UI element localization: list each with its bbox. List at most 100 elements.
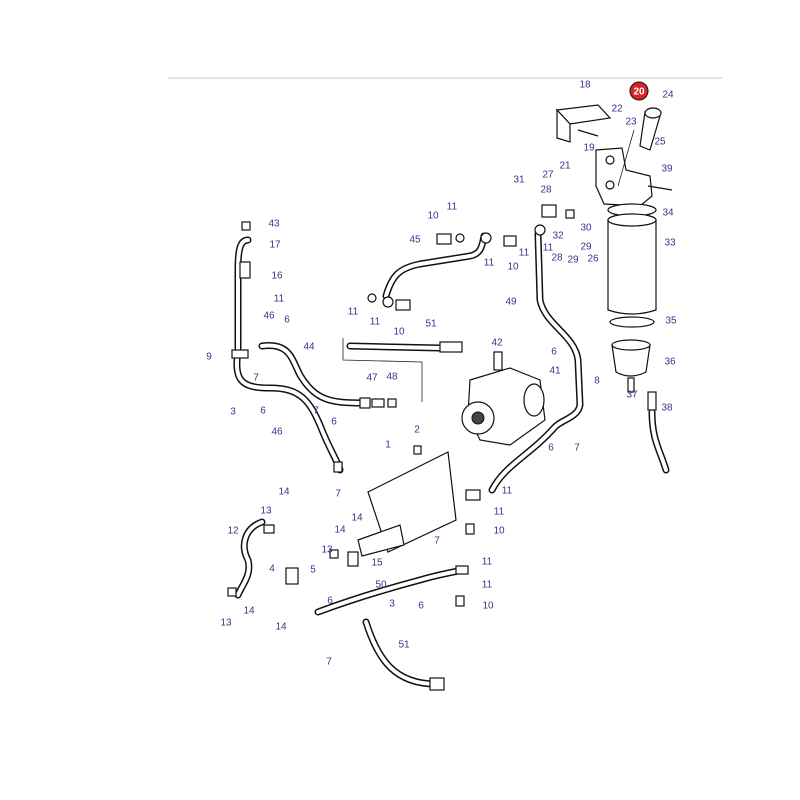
callout-7[interactable]: 7: [574, 443, 580, 454]
callout-10[interactable]: 10: [427, 211, 439, 222]
callout-9[interactable]: 9: [206, 352, 212, 363]
callout-20[interactable]: 20: [633, 87, 645, 98]
callout-33[interactable]: 33: [664, 238, 676, 249]
callout-45[interactable]: 45: [409, 235, 421, 246]
hose-inner: [364, 620, 438, 686]
callout-26[interactable]: 26: [587, 254, 599, 265]
callout-3[interactable]: 3: [389, 599, 395, 610]
filter-head-21: [595, 147, 673, 207]
callout-6[interactable]: 6: [260, 406, 266, 417]
fittings: [227, 204, 575, 691]
callout-29[interactable]: 29: [567, 255, 579, 266]
callout-27[interactable]: 27: [542, 170, 554, 181]
callout-17[interactable]: 17: [269, 240, 281, 251]
callout-10[interactable]: 10: [482, 601, 494, 612]
callout-6[interactable]: 6: [418, 601, 424, 612]
callout-6[interactable]: 6: [548, 443, 554, 454]
callout-2[interactable]: 2: [414, 425, 420, 436]
callout-7[interactable]: 7: [326, 657, 332, 668]
callout-6[interactable]: 6: [331, 417, 337, 428]
callout-7[interactable]: 7: [434, 536, 440, 547]
callout-16[interactable]: 16: [271, 271, 283, 282]
callout-10[interactable]: 10: [507, 262, 519, 273]
callout-1[interactable]: 1: [385, 440, 391, 451]
callout-32[interactable]: 32: [552, 231, 564, 242]
hose-inner: [384, 234, 486, 298]
callout-11[interactable]: 11: [348, 307, 359, 318]
fuel-pump-40: [461, 351, 546, 446]
callout-43[interactable]: 43: [268, 219, 280, 230]
callout-25[interactable]: 25: [654, 137, 666, 148]
hose-45: [382, 232, 488, 300]
callout-8[interactable]: 8: [594, 376, 600, 387]
callout-19[interactable]: 19: [583, 143, 595, 154]
callout-13[interactable]: 13: [321, 545, 333, 556]
callout-10[interactable]: 10: [493, 526, 505, 537]
callout-44[interactable]: 44: [303, 342, 315, 353]
callout-38[interactable]: 38: [661, 403, 673, 414]
callout-10[interactable]: 10: [393, 327, 405, 338]
callout-51[interactable]: 51: [398, 640, 410, 651]
callout-13[interactable]: 13: [220, 618, 232, 629]
callout-37[interactable]: 37: [626, 390, 638, 401]
callout-11[interactable]: 11: [447, 202, 458, 213]
callout-6[interactable]: 6: [551, 347, 557, 358]
callout-11[interactable]: 11: [519, 248, 530, 259]
callout-5[interactable]: 5: [310, 565, 316, 576]
callout-21[interactable]: 21: [559, 161, 571, 172]
callout-7[interactable]: 7: [253, 373, 259, 384]
callout-11[interactable]: 11: [482, 557, 493, 568]
callout-49[interactable]: 49: [505, 297, 517, 308]
callout-39[interactable]: 39: [661, 164, 673, 175]
callout-11[interactable]: 11: [543, 243, 554, 254]
callout-11[interactable]: 11: [370, 317, 381, 328]
callout-51[interactable]: 51: [425, 319, 437, 330]
callout-22[interactable]: 22: [611, 104, 623, 115]
fuel-filter-33: [607, 203, 657, 411]
callout-11[interactable]: 11: [494, 507, 505, 518]
hoses: [233, 230, 670, 688]
callout-18[interactable]: 18: [579, 80, 591, 91]
callout-42[interactable]: 42: [491, 338, 503, 349]
callout-29[interactable]: 29: [580, 242, 592, 253]
callout-14[interactable]: 14: [278, 487, 290, 498]
callout-28[interactable]: 28: [540, 185, 552, 196]
callout-11[interactable]: 11: [484, 258, 495, 269]
callout-50[interactable]: 50: [375, 580, 387, 591]
callout-31[interactable]: 31: [513, 175, 525, 186]
callout-41[interactable]: 41: [549, 366, 561, 377]
callout-4[interactable]: 4: [269, 564, 275, 575]
callout-46[interactable]: 46: [263, 311, 275, 322]
callout-28[interactable]: 28: [551, 253, 563, 264]
callout-11[interactable]: 11: [274, 294, 285, 305]
callout-14[interactable]: 14: [243, 606, 255, 617]
callout-23[interactable]: 23: [625, 117, 637, 128]
bracket-18: [555, 104, 612, 143]
callout-35[interactable]: 35: [665, 316, 677, 327]
callout-36[interactable]: 36: [664, 357, 676, 368]
hose-inner: [650, 410, 668, 472]
callout-34[interactable]: 34: [662, 208, 674, 219]
callout-20-highlighted[interactable]: 20: [629, 81, 649, 101]
callout-24[interactable]: 24: [662, 90, 674, 101]
callout-48[interactable]: 48: [386, 372, 398, 383]
callout-12[interactable]: 12: [227, 526, 239, 537]
callout-14[interactable]: 14: [334, 525, 346, 536]
callout-14[interactable]: 14: [275, 622, 287, 633]
callout-11[interactable]: 11: [482, 580, 493, 591]
callout-13[interactable]: 13: [260, 506, 272, 517]
callout-7[interactable]: 7: [313, 406, 319, 417]
callout-6[interactable]: 6: [327, 596, 333, 607]
callout-47[interactable]: 47: [366, 373, 378, 384]
callout-7[interactable]: 7: [335, 489, 341, 500]
bracket-outline-51: [342, 338, 423, 402]
callout-11[interactable]: 11: [502, 486, 513, 497]
callout-30[interactable]: 30: [580, 223, 592, 234]
callout-15[interactable]: 15: [371, 558, 383, 569]
callout-6[interactable]: 6: [284, 315, 290, 326]
callout-3[interactable]: 3: [230, 407, 236, 418]
callout-14[interactable]: 14: [351, 513, 363, 524]
callout-46[interactable]: 46: [271, 427, 283, 438]
hose-inner: [236, 238, 250, 352]
